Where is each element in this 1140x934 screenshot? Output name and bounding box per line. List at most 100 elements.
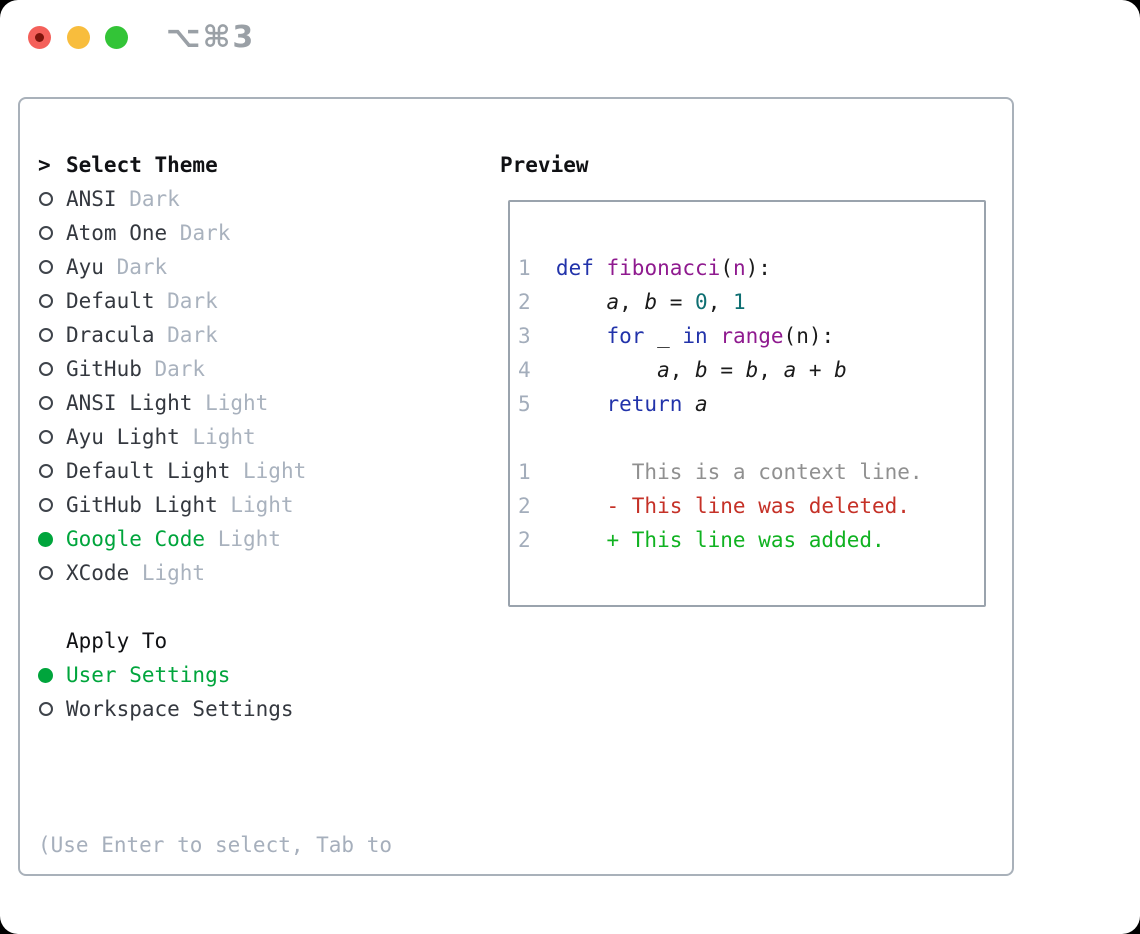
- theme-name: Dracula: [66, 323, 155, 347]
- line-number: 2: [518, 494, 531, 518]
- code-line: 3 for _ in range(n):: [518, 319, 984, 353]
- apply-option-label: Workspace Settings: [66, 697, 294, 721]
- code-token: (n):: [783, 324, 835, 348]
- theme-name: Default: [66, 289, 155, 313]
- hint-text: (Use Enter to select, Tab to change focu…: [38, 760, 392, 934]
- selected-radio-icon: [38, 658, 66, 692]
- code-token: _: [644, 324, 683, 348]
- radio-icon: [38, 352, 66, 386]
- theme-name: ANSI Light: [66, 391, 193, 415]
- code-token: n: [732, 256, 746, 280]
- code-line: 2 - This line was deleted.: [518, 489, 984, 523]
- apply-option[interactable]: User Settings: [38, 658, 392, 692]
- code-token: for: [606, 324, 645, 348]
- theme-option[interactable]: ANSI Light Light: [38, 386, 392, 420]
- code-token: + This line was added.: [555, 528, 885, 552]
- theme-name: XCode: [66, 561, 130, 585]
- theme-variant: Light: [243, 459, 307, 483]
- radio-icon: [38, 420, 66, 454]
- code-token: [556, 324, 607, 348]
- code-token: b: [695, 358, 708, 382]
- theme-variant: Dark: [154, 357, 206, 381]
- hint-line-1: (Use Enter to select, Tab to: [38, 833, 393, 857]
- code-token: 0: [695, 290, 708, 314]
- code-token: return: [606, 392, 683, 416]
- line-number: 2: [518, 528, 531, 552]
- code-token: (: [720, 256, 733, 280]
- theme-option[interactable]: Ayu Dark: [38, 250, 392, 284]
- code-token: b: [644, 290, 658, 314]
- theme-name: Google Code: [66, 527, 206, 551]
- minimize-button[interactable]: [67, 26, 90, 49]
- code-token: b: [745, 358, 759, 382]
- radio-icon: [38, 386, 66, 420]
- apply-to-header: Apply To: [38, 624, 392, 658]
- code-token: =: [707, 358, 746, 382]
- theme-variant: Dark: [167, 323, 218, 347]
- code-token: ,: [619, 290, 645, 314]
- code-token: [556, 358, 657, 382]
- apply-option[interactable]: Workspace Settings: [38, 692, 392, 726]
- theme-option[interactable]: Default Light Light: [38, 454, 392, 488]
- code-token: This is a context line.: [555, 460, 923, 484]
- line-number: 3: [518, 324, 531, 348]
- theme-variant: Light: [205, 391, 269, 415]
- theme-option[interactable]: Dracula Dark: [38, 318, 392, 352]
- code-token: a: [783, 358, 797, 382]
- code-token: - This line was deleted.: [555, 494, 910, 518]
- window-title: ⌥⌘3: [166, 20, 256, 55]
- hint-line-2: change focus): [38, 930, 392, 934]
- code-token: a: [657, 358, 670, 382]
- line-number: 2: [518, 290, 531, 314]
- code-token: b: [834, 358, 847, 382]
- theme-variant: Light: [141, 561, 206, 585]
- code-token: a: [695, 392, 708, 416]
- theme-variant: Dark: [129, 187, 180, 211]
- theme-name: Default Light: [66, 459, 231, 483]
- apply-option-label: User Settings: [66, 663, 231, 687]
- radio-icon: [38, 488, 66, 522]
- line-number: 5: [518, 392, 531, 416]
- theme-option[interactable]: XCode Light: [38, 556, 392, 590]
- code-token: [556, 392, 607, 416]
- theme-name: GitHub Light: [66, 493, 218, 517]
- theme-variant: Light: [192, 425, 256, 449]
- code-line: 5 return a: [518, 387, 984, 421]
- preview-title: Preview: [500, 153, 589, 177]
- code-token: ,: [758, 358, 784, 382]
- code-token: ,: [707, 290, 733, 314]
- code-line: 1 This is a context line.: [518, 455, 984, 489]
- close-button[interactable]: [28, 26, 51, 49]
- code-token: def: [555, 256, 594, 280]
- code-token: in: [682, 324, 708, 348]
- code-token: range: [720, 324, 784, 348]
- theme-name: Ayu: [66, 255, 104, 279]
- prompt-icon: >: [38, 153, 51, 177]
- select-theme-title: Select Theme: [66, 153, 218, 177]
- line-number: 4: [518, 358, 531, 382]
- code-token: [682, 392, 695, 416]
- radio-icon: [38, 692, 66, 726]
- code-token: [556, 290, 607, 314]
- code-token: ,: [669, 358, 696, 382]
- radio-icon: [38, 250, 66, 284]
- code-token: a: [606, 290, 620, 314]
- radio-icon: [38, 284, 66, 318]
- code-token: [708, 324, 721, 348]
- select-theme-header: > Select Theme: [38, 148, 392, 182]
- theme-variant: Dark: [116, 255, 168, 279]
- zoom-button[interactable]: [105, 26, 128, 49]
- theme-variant: Dark: [179, 221, 231, 245]
